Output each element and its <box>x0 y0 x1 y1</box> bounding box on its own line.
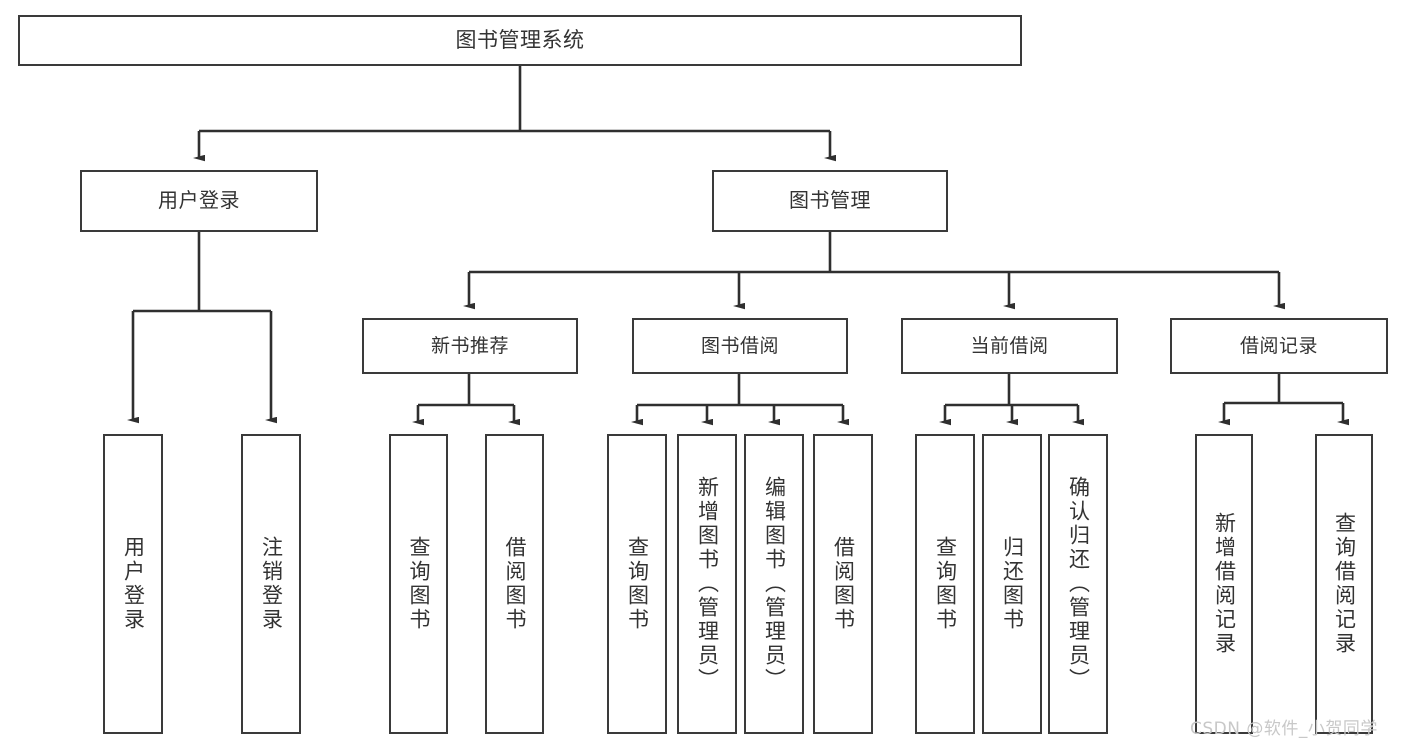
node-label: 查询借阅记录 <box>1332 512 1357 656</box>
node-current-borrow[interactable]: 当前借阅 <box>901 318 1118 374</box>
node-label: 借阅图书 <box>503 536 527 632</box>
node-leaf-book-borrow-4[interactable]: 借阅图书 <box>813 434 873 734</box>
node-user-login[interactable]: 用户登录 <box>80 170 318 232</box>
node-leaf-current-borrow-2[interactable]: 归还图书 <box>982 434 1042 734</box>
node-label: 借阅记录 <box>1239 334 1318 357</box>
node-leaf-current-borrow-1[interactable]: 查询图书 <box>915 434 975 734</box>
node-label: 确认归还（管理员） <box>1066 476 1091 692</box>
node-label: 图书管理系统 <box>455 28 585 53</box>
node-leaf-book-borrow-3[interactable]: 编辑图书（管理员） <box>744 434 804 734</box>
node-label: 图书借阅 <box>700 334 779 357</box>
node-label: 新增图书（管理员） <box>695 476 720 692</box>
node-leaf-user-login-1[interactable]: 用户登录 <box>103 434 163 734</box>
node-leaf-borrow-record-2[interactable]: 查询借阅记录 <box>1315 434 1373 734</box>
csdn-watermark: CSDN @软件_小贺同学 <box>1190 719 1378 739</box>
node-leaf-book-borrow-1[interactable]: 查询图书 <box>607 434 667 734</box>
node-leaf-new-book-2[interactable]: 借阅图书 <box>485 434 544 734</box>
node-book-borrow[interactable]: 图书借阅 <box>632 318 848 374</box>
node-root-book-management-system[interactable]: 图书管理系统 <box>18 15 1022 66</box>
node-label: 注销登录 <box>259 536 284 632</box>
node-label: 编辑图书（管理员） <box>762 476 787 692</box>
node-book-management[interactable]: 图书管理 <box>712 170 948 232</box>
node-label: 归还图书 <box>1000 536 1025 632</box>
node-label: 用户登录 <box>121 536 146 632</box>
node-label: 新书推荐 <box>430 334 509 357</box>
node-leaf-borrow-record-1[interactable]: 新增借阅记录 <box>1195 434 1253 734</box>
node-label: 查询图书 <box>933 536 958 632</box>
node-new-book-recommend[interactable]: 新书推荐 <box>362 318 578 374</box>
node-label: 用户登录 <box>158 188 240 213</box>
node-label: 借阅图书 <box>831 536 856 632</box>
node-leaf-book-borrow-2[interactable]: 新增图书（管理员） <box>677 434 737 734</box>
node-label: 查询图书 <box>407 536 431 632</box>
node-leaf-current-borrow-3[interactable]: 确认归还（管理员） <box>1048 434 1108 734</box>
node-leaf-user-login-2[interactable]: 注销登录 <box>241 434 301 734</box>
node-label: 当前借阅 <box>970 334 1049 357</box>
node-label: 查询图书 <box>625 536 650 632</box>
node-label: 图书管理 <box>789 188 871 213</box>
node-borrow-record[interactable]: 借阅记录 <box>1170 318 1388 374</box>
node-leaf-new-book-1[interactable]: 查询图书 <box>389 434 448 734</box>
node-label: 新增借阅记录 <box>1212 512 1237 656</box>
